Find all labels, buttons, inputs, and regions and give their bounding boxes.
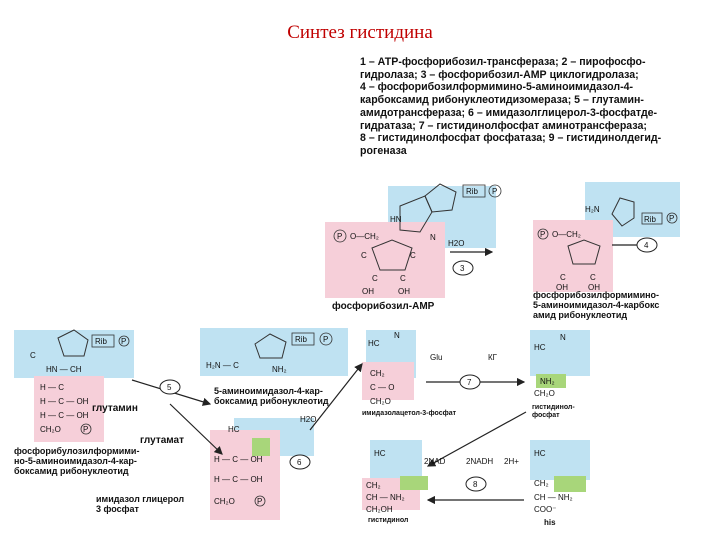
histidine-structure: HC CH₂ CH — NH₂ COO⁻: [530, 440, 590, 514]
svg-text:N: N: [430, 233, 436, 242]
svg-text:CH₂O: CH₂O: [214, 497, 235, 506]
svg-text:Rib: Rib: [466, 187, 479, 196]
amino-region: [554, 476, 586, 492]
svg-text:O—CH₂: O—CH₂: [350, 232, 379, 241]
svg-text:COO⁻: COO⁻: [534, 505, 556, 514]
enzyme-number: 5: [167, 383, 172, 392]
svg-text:P: P: [257, 497, 262, 506]
enzyme-number: 7: [467, 378, 472, 387]
svg-text:CH₂: CH₂: [366, 481, 381, 490]
svg-text:CH — NH₂: CH — NH₂: [366, 493, 405, 502]
svg-text:H — C — OH: H — C — OH: [214, 475, 263, 484]
svg-text:C: C: [361, 251, 367, 260]
svg-text:CH₂O: CH₂O: [40, 425, 61, 434]
label-histidinol-phosphate: гистидинол- фосфат: [532, 404, 575, 420]
reagent-water: H2O: [300, 415, 316, 424]
svg-text:O—CH₂: O—CH₂: [552, 230, 581, 239]
svg-text:CH₂: CH₂: [370, 369, 385, 378]
svg-text:C: C: [372, 274, 378, 283]
enzyme-number: 3: [460, 264, 465, 273]
imidazole-region: [530, 440, 590, 480]
enzyme-number: 8: [473, 480, 478, 489]
svg-text:H₂N: H₂N: [585, 205, 600, 214]
amino-region: [400, 476, 428, 490]
label-glutamate: глутамат: [140, 436, 184, 446]
svg-text:H — C — OH: H — C — OH: [40, 411, 89, 420]
reagent-akg: КГ: [488, 353, 498, 362]
reagent-h-plus: 2H+: [504, 457, 519, 466]
label-histidinol: гистидинол: [368, 516, 408, 526]
svg-text:P: P: [492, 187, 497, 196]
svg-text:C: C: [560, 273, 566, 282]
reagent-nadh: 2NADH: [466, 457, 493, 466]
enzyme-number: 6: [297, 458, 302, 467]
svg-text:CH₂OH: CH₂OH: [366, 505, 393, 514]
enzyme-number: 4: [644, 241, 649, 250]
label-glutamine: глутамин: [92, 404, 138, 414]
label-aicar: 5-аминоимидазол-4-кар- боксамид рибонукл…: [214, 386, 329, 406]
svg-text:HC: HC: [534, 449, 546, 458]
svg-text:P: P: [121, 337, 126, 346]
svg-text:Rib: Rib: [295, 335, 308, 344]
svg-text:NH₂: NH₂: [540, 377, 555, 386]
reagent-water: H2O: [448, 239, 464, 248]
label-phosphoribosyl-amp: фосфорибозил-АМР: [332, 302, 434, 312]
label-igp: имидазол глицерол 3 фосфат: [96, 494, 184, 514]
imidazole-acetol-structure: HC N CH₂ C — O CH₂O: [362, 330, 416, 406]
label-pr-formimino-top: фосфорибозилформимино- 5-аминоимидазол-4…: [533, 290, 659, 320]
svg-text:C: C: [590, 273, 596, 282]
svg-text:P: P: [83, 425, 88, 434]
svg-text:CH₂: CH₂: [534, 479, 549, 488]
svg-text:P: P: [540, 230, 545, 239]
svg-text:Rib: Rib: [644, 215, 657, 224]
svg-text:HC: HC: [228, 425, 240, 434]
ribose-region: [325, 222, 445, 298]
label-pr-formimino-left: фосфорибулозилформими- но-5-аминоимидазо…: [14, 446, 139, 476]
histidinol-phosphate-structure: HC N NH₂ CH₂O: [530, 330, 590, 398]
svg-text:CH₂O: CH₂O: [370, 397, 391, 406]
pr-formimino-left-structure: Rib P C HN — CH H — C H — C — OH H — C —…: [14, 330, 134, 442]
svg-text:Rib: Rib: [95, 337, 108, 346]
label-imidazole-acetol: имидазолацетол-3-фосфат: [362, 410, 456, 418]
svg-text:H₂N — C: H₂N — C: [206, 361, 239, 370]
svg-text:HC: HC: [374, 449, 386, 458]
svg-text:P: P: [323, 335, 328, 344]
svg-text:HN — CH: HN — CH: [46, 365, 82, 374]
svg-text:H — C — OH: H — C — OH: [214, 455, 263, 464]
imidazole-region: [370, 440, 422, 480]
svg-text:C: C: [400, 274, 406, 283]
reagent-nad: 2NAD: [424, 457, 446, 466]
svg-text:P: P: [669, 214, 674, 223]
svg-text:NH₂: NH₂: [272, 365, 287, 374]
svg-text:P: P: [337, 232, 342, 241]
label-histidine: his: [544, 518, 556, 528]
reagent-glu: Glu: [430, 353, 442, 362]
svg-text:H — C — OH: H — C — OH: [40, 397, 89, 406]
svg-text:OH: OH: [398, 287, 410, 296]
phosphoribosyl-amp-structure: Rib P HN N P O—CH₂ C C C C OH OH: [325, 184, 501, 298]
svg-text:C: C: [30, 351, 36, 360]
svg-text:N: N: [560, 333, 566, 342]
svg-text:HC: HC: [368, 339, 380, 348]
svg-text:OH: OH: [362, 287, 374, 296]
svg-text:C — O: C — O: [370, 383, 394, 392]
svg-text:CH — NH₂: CH — NH₂: [534, 493, 573, 502]
svg-text:C: C: [410, 251, 416, 260]
aicar-structure: Rib P H₂N — C NH₂: [200, 328, 348, 376]
histidinol-structure: HC CH₂ CH — NH₂ CH₂OH: [362, 440, 428, 514]
svg-text:H — C: H — C: [40, 383, 64, 392]
svg-text:HN: HN: [390, 215, 402, 224]
svg-text:CH₂O: CH₂O: [534, 389, 555, 398]
svg-text:HC: HC: [534, 343, 546, 352]
amino-region: [252, 438, 270, 456]
chain-region: [362, 362, 414, 400]
svg-text:N: N: [394, 331, 400, 340]
